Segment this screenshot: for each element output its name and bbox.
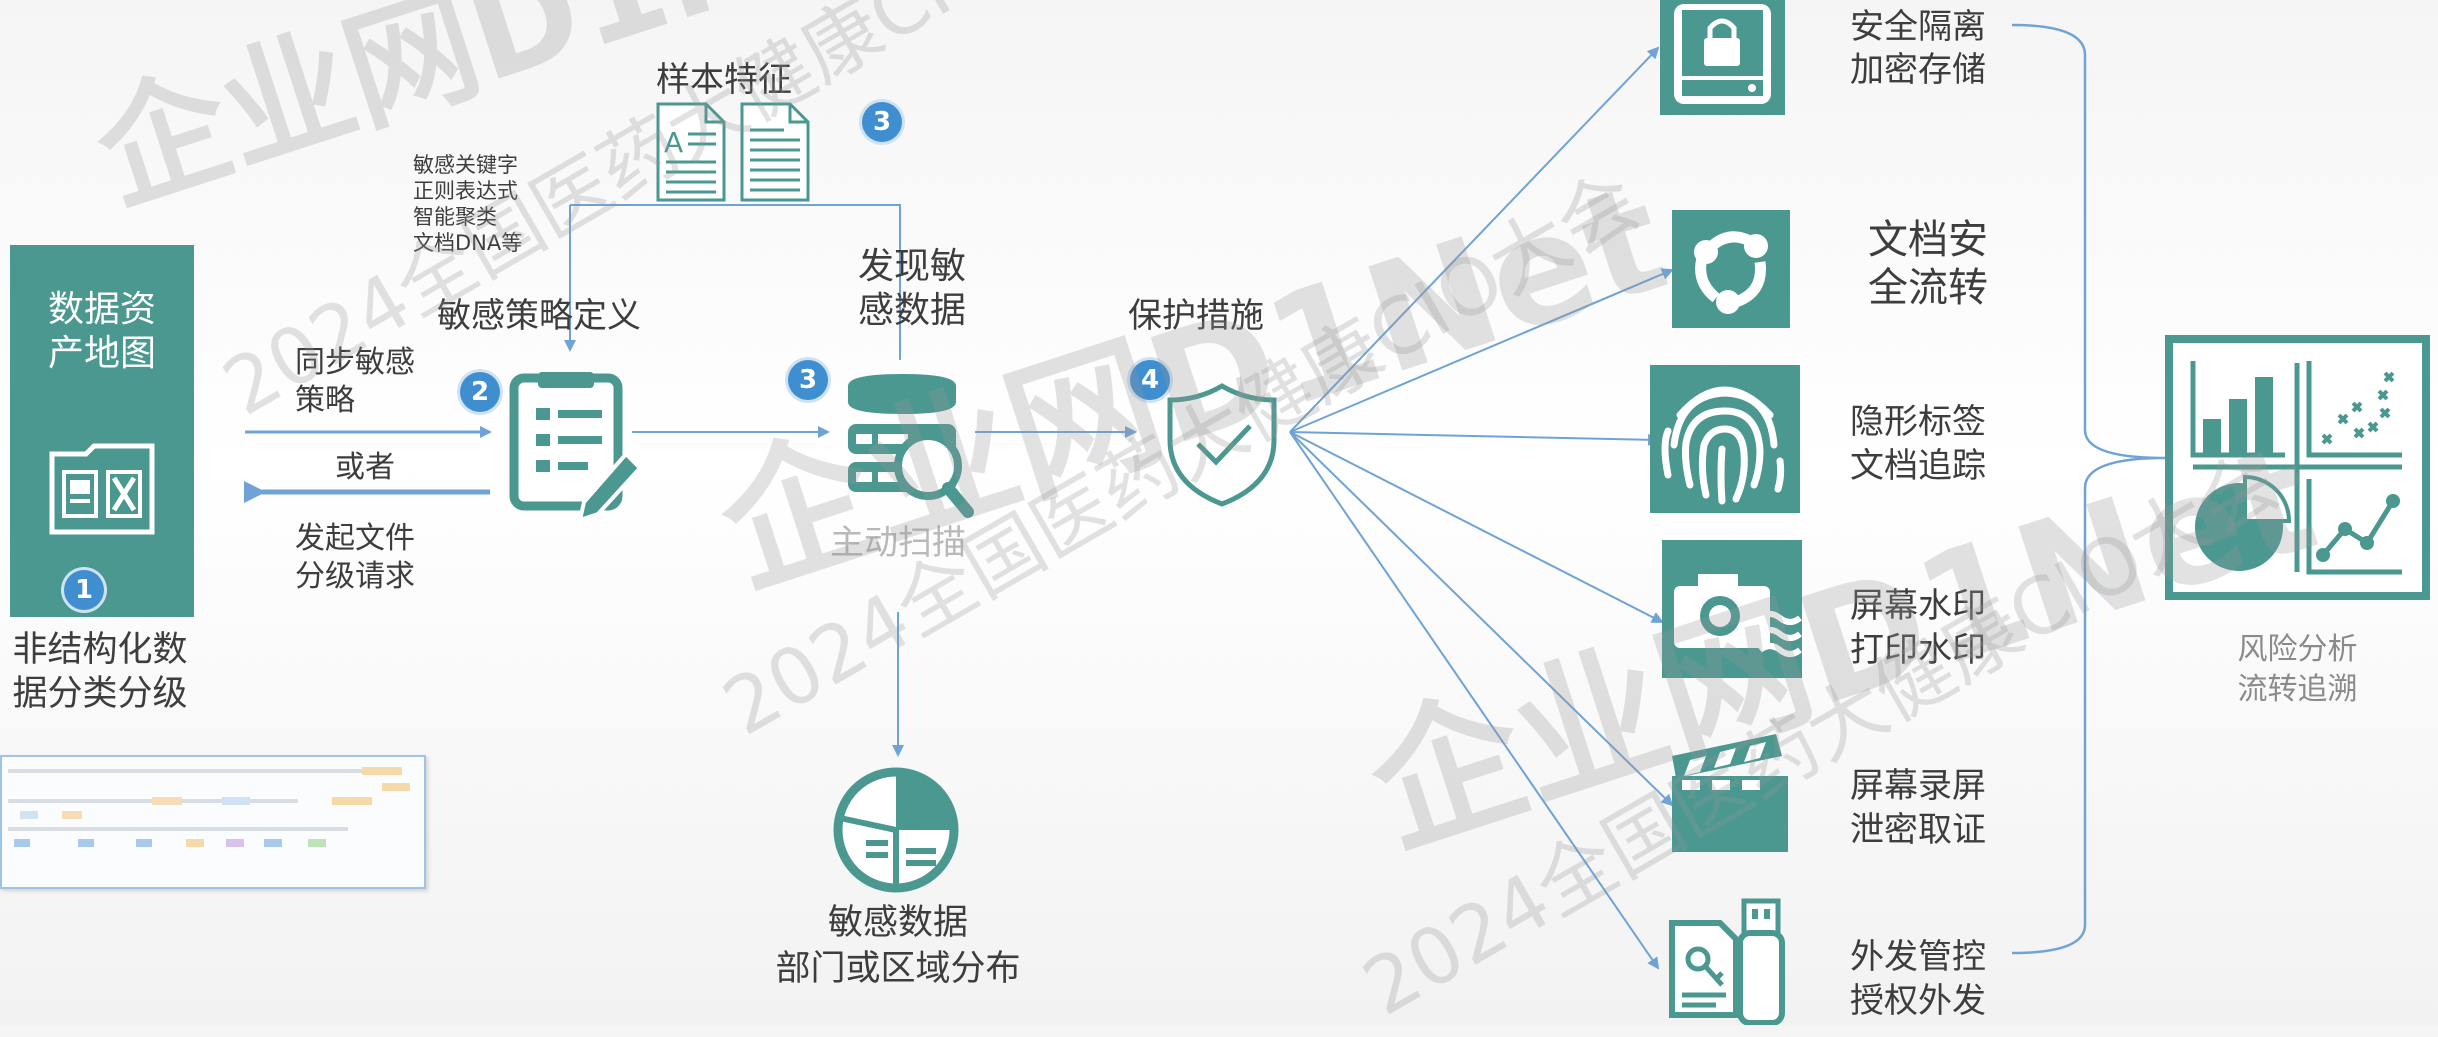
measure-line1: 文档安 [1868,217,1988,263]
unstructured-caption: 非结构化数 据分类分级 [0,628,200,716]
distribution-label: 敏感数据 部门或区域分布 [748,900,1048,992]
caption-line2: 据分类分级 [12,674,188,714]
measure-label-tracking: 隐形标签 文档追踪 [1850,400,1986,488]
data-asset-map-title: 数据资 产地图 [10,288,194,376]
discover-line2: 感数据 [858,290,967,331]
step-3-sample-badge: 3 [862,102,902,142]
fingerprint-icon [1650,365,1800,513]
analysis-line2: 流转追溯 [2237,672,2358,707]
measure-line2: 全流转 [1868,265,1988,311]
letter-a-glyph: A [664,126,683,159]
measure-line1: 安全隔离 [1850,7,1986,47]
sync-line1: 同步敏感 [295,345,415,380]
report-thumbnail[interactable] [0,755,426,889]
request-line2: 分级请求 [295,559,415,594]
measure-line1: 外发管控 [1850,937,1986,977]
keyword-item: 文档DNA等 [413,231,523,255]
measure-line2: 打印水印 [1850,630,1986,670]
analysis-line1: 风险分析 [2237,632,2358,667]
measure-label-storage: 安全隔离 加密存储 [1850,6,1986,92]
analytics-dashboard-icon [2165,335,2430,600]
measure-label-recording: 屏幕录屏 泄密取证 [1850,764,1986,852]
box-title-line2: 产地图 [47,333,156,374]
camera-icon [1662,540,1802,678]
data-asset-map-box[interactable] [10,245,194,617]
clapperboard-icon [1672,734,1788,852]
pie-chart-icon [833,767,959,893]
discover-sensitive-label: 发现敏 感数据 [858,245,966,333]
step-1-badge: 1 [64,570,104,610]
measure-label-transfer: 文档安 全流转 [1868,216,1988,312]
step-2-badge: 2 [460,372,500,412]
box-title-line1: 数据资 [47,289,156,330]
measure-line2: 授权外发 [1850,981,1986,1021]
step-4-badge: 4 [1130,360,1170,400]
policy-document-icon [509,372,643,524]
policy-keywords-list: 敏感关键字 正则表达式 智能聚类 文档DNA等 [413,152,522,256]
active-scan-label: 主动扫描 [830,523,966,563]
measure-line2: 泄密取证 [1850,810,1986,850]
database-search-icon [848,374,974,518]
measure-line2: 加密存储 [1850,50,1986,90]
sync-policy-label: 同步敏感 策略 [295,344,415,420]
sample-documents-icon: A [656,102,810,202]
step-3-scan-badge: 3 [788,360,828,400]
measure-line1: 隐形标签 [1850,402,1986,442]
protection-measures-title: 保护措施 [1128,296,1264,336]
measure-label-outbound: 外发管控 授权外发 [1850,935,1986,1023]
measure-line1: 屏幕录屏 [1850,766,1986,806]
discover-line1: 发现敏 [858,246,967,287]
keyword-item: 智能聚类 [413,205,497,229]
sample-features-title: 样本特征 [656,60,792,100]
sync-line2: 策略 [295,383,355,418]
keyword-item: 敏感关键字 [413,153,518,177]
distribution-line2: 部门或区域分布 [775,949,1021,989]
measure-line2: 文档追踪 [1850,446,1986,486]
or-label: 或者 [335,450,395,485]
request-line1: 发起文件 [295,521,415,556]
encrypted-storage-icon [1660,0,1785,115]
risk-analysis-label: 风险分析 流转追溯 [2165,630,2430,710]
measure-label-watermark: 屏幕水印 打印水印 [1850,584,1986,672]
measure-line1: 屏幕水印 [1850,586,1986,626]
file-request-label: 发起文件 分级请求 [295,520,415,596]
policy-definition-title: 敏感策略定义 [437,296,641,336]
usb-document-icon [1669,898,1785,1025]
thumbnail-content [8,767,410,847]
shield-check-icon [1167,383,1277,507]
share-icon [1672,210,1790,328]
document-folder-icon [49,443,155,535]
distribution-line1: 敏感数据 [827,903,968,943]
keyword-item: 正则表达式 [413,179,518,203]
caption-line1: 非结构化数 [12,630,188,670]
